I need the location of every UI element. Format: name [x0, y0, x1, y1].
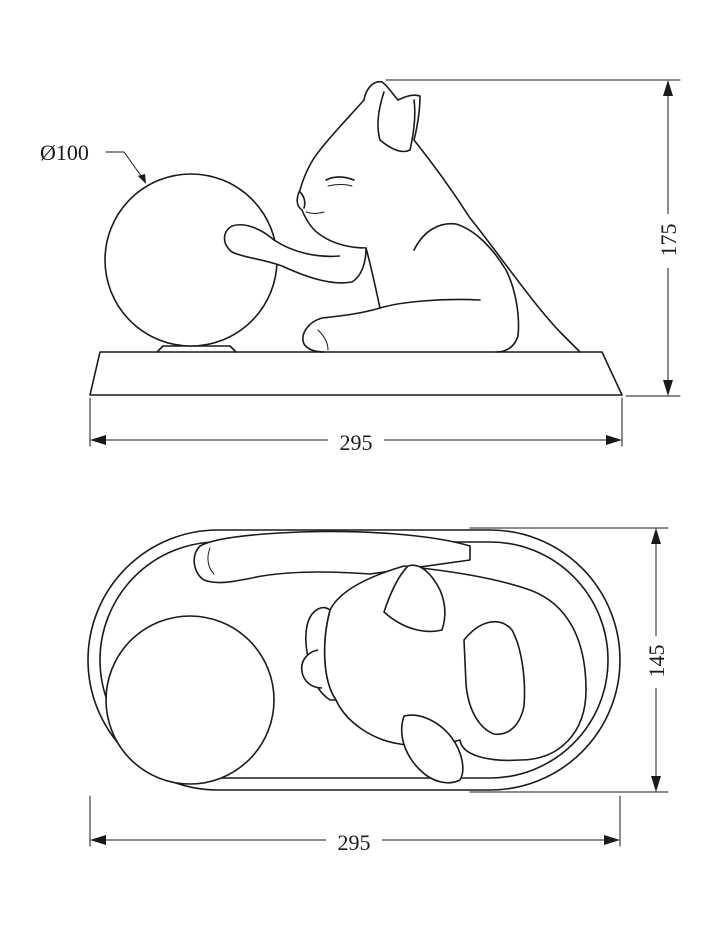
top-width-label: 295 — [338, 830, 371, 855]
top-globe — [105, 615, 275, 785]
height-arrow-top — [663, 80, 673, 96]
top-width-arrow-right — [604, 835, 620, 845]
globe-diameter-arrowhead — [138, 174, 146, 184]
top-cat-body — [323, 565, 587, 762]
side-width-label: 295 — [340, 430, 373, 455]
depth-arrow-bottom — [651, 776, 661, 792]
side-globe-stand — [156, 345, 237, 353]
height-arrow-bottom — [663, 380, 673, 396]
top-base-outer — [87, 529, 621, 791]
top-width-arrow-left — [90, 835, 106, 845]
side-cat-ear-inner — [377, 91, 416, 153]
top-cat-front-paw — [400, 714, 464, 784]
top-cat-nose — [300, 649, 323, 689]
side-cat-mouth — [305, 211, 325, 214]
top-cat-ear — [383, 564, 446, 633]
side-cat-chest — [365, 247, 381, 309]
side-width-arrow-left — [90, 435, 106, 445]
top-cat-back-leg — [463, 621, 526, 735]
top-view: 145 295 — [87, 527, 669, 855]
height-label: 175 — [656, 224, 681, 257]
top-cat-tail — [193, 530, 471, 584]
side-base-plate — [89, 351, 623, 396]
side-cat-nose — [299, 191, 306, 209]
side-cat-back-paw — [302, 307, 381, 353]
top-cat-tail-tip — [207, 547, 215, 575]
side-cat-head — [296, 99, 367, 249]
globe-diameter-leader — [105, 151, 145, 181]
side-cat-eye-lid — [327, 184, 353, 187]
side-cat-leg — [413, 222, 520, 353]
side-view: Ø100 175 295 — [40, 79, 681, 455]
side-cat-body — [363, 80, 581, 353]
depth-label: 145 — [644, 645, 669, 678]
side-cat-back-line — [379, 298, 481, 309]
globe-diameter-label: Ø100 — [40, 140, 89, 165]
side-cat-eye — [325, 176, 355, 181]
depth-arrow-top — [651, 528, 661, 544]
side-width-arrow-right — [606, 435, 622, 445]
side-cat-back-paw-toe — [317, 329, 329, 351]
side-globe — [104, 173, 278, 347]
side-cat-front-paw — [223, 224, 367, 284]
